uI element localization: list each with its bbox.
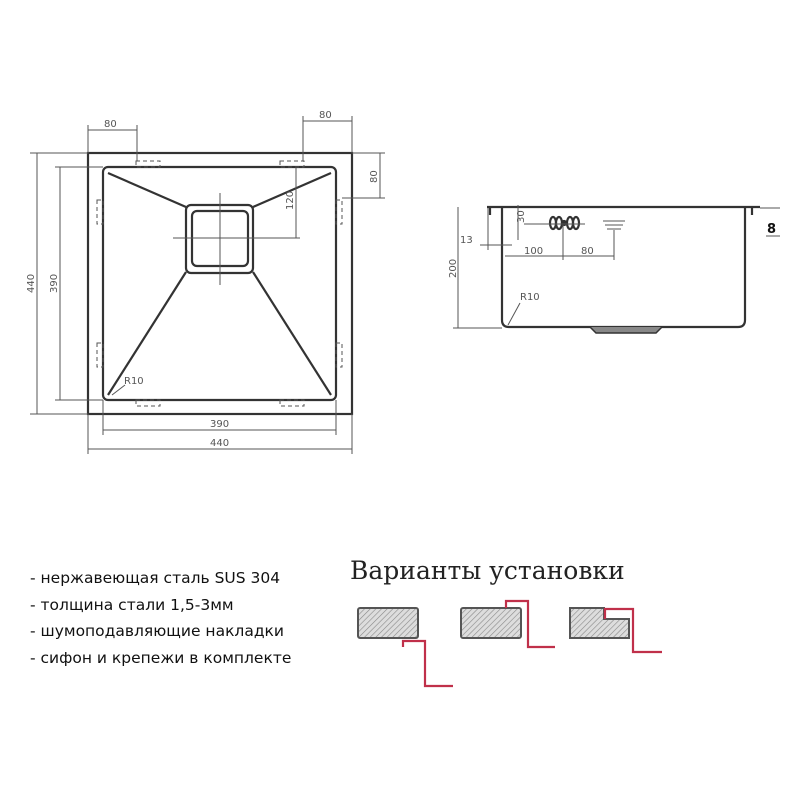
feature-list: - нержавеющая сталь SUS 304 - толщина ст… (30, 565, 291, 671)
side-view: 200 13 30 100 80 R10 8 (448, 205, 780, 334)
feature-item: - шумоподавляющие накладки (30, 622, 284, 640)
feature-item: - сифон и крепежи в комплекте (30, 648, 292, 667)
dim-side-radius: R10 (520, 292, 540, 303)
install-undermount (357, 607, 453, 688)
dimension-lines (30, 116, 385, 454)
dim-outer-height: 440 (26, 274, 37, 293)
dim-overflow-height: 30 (516, 210, 527, 223)
slope-lines (107, 171, 332, 396)
feature-item: - нержавеющая сталь SUS 304 (30, 569, 281, 587)
dim-inner-height: 390 (49, 274, 60, 293)
dim-top-right-offset: 80 (319, 110, 332, 121)
overflow-fitting (603, 220, 625, 230)
dim-outer-width: 440 (210, 438, 229, 449)
dim-overflow-offset: 100 (524, 246, 543, 257)
drain-bump (589, 326, 663, 334)
inner-bowl (101, 165, 338, 402)
clip-marks (96, 160, 343, 407)
install-options (357, 599, 662, 688)
top-view: 440 390 80 80 80 120 390 440 R10 (26, 110, 385, 454)
dim-top-left-offset: 80 (104, 119, 117, 130)
install-overmount (460, 599, 555, 649)
dim-corner-radius: R10 (124, 376, 144, 387)
dim-thickness: 8 (767, 222, 776, 237)
overflow-holes (548, 215, 581, 231)
feature-item: - толщина стали 1,5-3мм (30, 595, 234, 614)
drain-centerline (173, 193, 300, 285)
install-flush (569, 607, 662, 654)
dim-right-offset: 80 (369, 170, 380, 183)
dim-overflow-spacing: 80 (581, 246, 594, 257)
install-title: Варианты установки (350, 556, 625, 585)
dim-depth: 200 (448, 259, 459, 278)
outer-rim (86, 151, 354, 416)
side-dimension-lines (453, 205, 780, 329)
dim-rim: 13 (460, 235, 473, 246)
dim-drain-offset: 120 (285, 191, 296, 210)
dim-inner-width: 390 (210, 419, 229, 430)
